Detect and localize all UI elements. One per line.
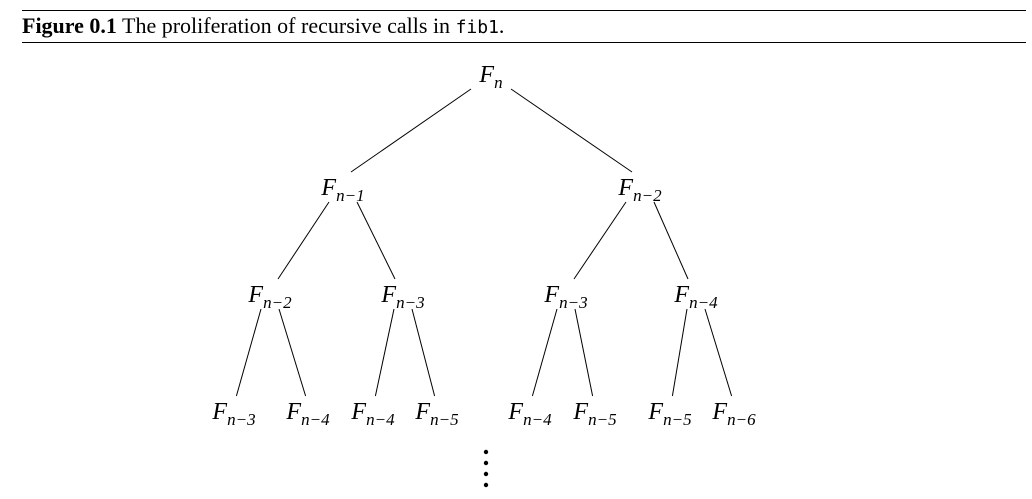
- tree-edge: [573, 201, 627, 280]
- caption-text: The proliferation of recursive calls in: [116, 13, 456, 38]
- caption-bottom-rule: [22, 42, 1026, 43]
- tree-node-label: Fn−5: [647, 399, 691, 429]
- ellipsis-dot: [483, 482, 489, 488]
- figure-caption: Figure 0.1 The proliferation of recursiv…: [22, 12, 504, 42]
- ellipsis-dot: [483, 460, 489, 466]
- tree-node-label: Fn−4: [350, 399, 395, 429]
- caption-top-rule: [22, 10, 1026, 11]
- tree-edge: [510, 88, 633, 173]
- tree-node-label: Fn−1: [320, 175, 364, 205]
- tree-edge: [350, 88, 472, 173]
- tree-node-label: Fn−2: [617, 175, 662, 205]
- tree-node-label: Fn−5: [572, 399, 616, 429]
- tree-node-label: Fn−3: [380, 282, 424, 312]
- tree-edge: [277, 201, 330, 280]
- figure-label: Figure 0.1: [22, 13, 117, 38]
- tree-node-label: Fn−4: [507, 399, 552, 429]
- tree-node-label: Fn−5: [414, 399, 458, 429]
- ellipsis-dot: [483, 471, 489, 477]
- tree-edge: [531, 308, 558, 397]
- tree-node-label: Fn−4: [673, 282, 718, 312]
- tree-edge: [574, 308, 594, 397]
- tree-node-label: Fn: [478, 62, 502, 92]
- continuation-ellipsis: ⋮: [483, 449, 489, 488]
- tree-edge: [411, 308, 436, 397]
- ellipsis-dot: [483, 449, 489, 455]
- tree-node-label: Fn−4: [285, 399, 330, 429]
- tree-node-label: Fn−2: [247, 282, 292, 312]
- tree-node-label: Fn−3: [211, 399, 255, 429]
- tree-edge: [374, 308, 395, 397]
- caption-period: .: [498, 13, 505, 38]
- tree-node-label: Fn−3: [543, 282, 587, 312]
- tree-node-label: Fn−6: [711, 399, 756, 429]
- caption-code: fib1: [455, 17, 499, 38]
- tree-edge: [704, 308, 733, 397]
- tree-edge: [278, 308, 307, 397]
- tree-edge: [653, 201, 689, 280]
- tree-edge: [356, 201, 396, 280]
- tree-edge: [235, 308, 262, 397]
- tree-edge: [671, 308, 688, 397]
